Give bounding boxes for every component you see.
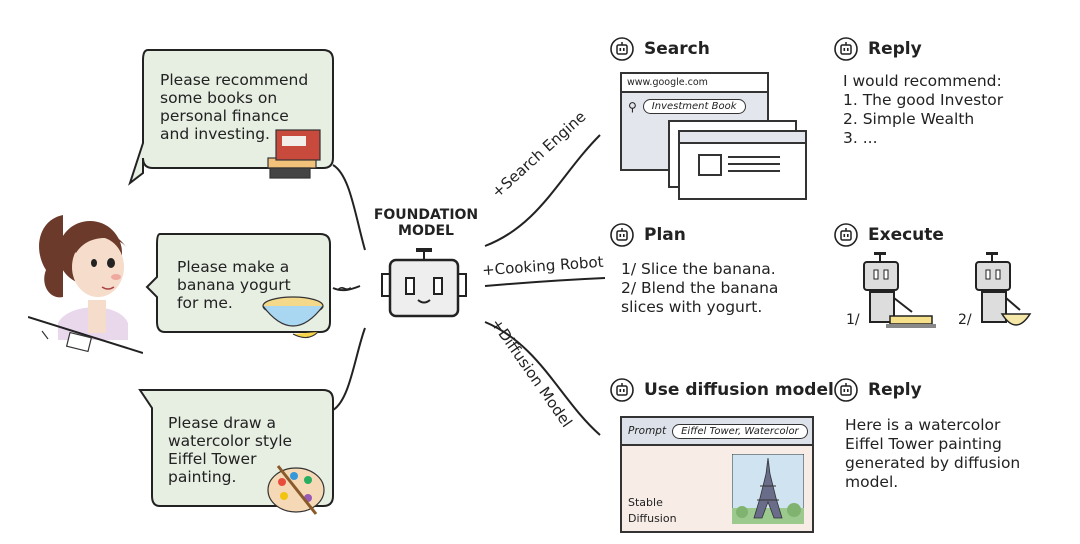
plan-text: 1/ Slice the banana. 2/ Blend the banana…: [621, 260, 779, 316]
reply-heading-1: Reply: [868, 39, 922, 59]
reply-text-2: Here is a watercolor Eiffel Tower painti…: [845, 416, 1021, 491]
prompt-bar: Prompt Eiffel Tower, Watercolor: [622, 418, 812, 446]
robot-blending-illustration: [975, 252, 1032, 326]
title-line-2: MODEL: [398, 223, 454, 239]
title-line-1: FOUNDATION: [373, 207, 479, 223]
result-thumbnail: [698, 154, 722, 176]
reply-heading-2: Reply: [868, 380, 922, 400]
speech-bubble-painting: [138, 389, 334, 515]
edge-diffusion: [484, 321, 601, 436]
robot-icon: [834, 378, 858, 402]
bubble-painting-text: Please draw a watercolor style Eiffel To…: [168, 414, 293, 486]
diffusion-panel: Prompt Eiffel Tower, Watercolor Stable D…: [620, 416, 814, 533]
robot-icon: [834, 223, 858, 247]
eiffel-tower-painting: [732, 454, 804, 524]
connector-yogurt: [332, 285, 361, 292]
execute-heading: Execute: [868, 225, 944, 245]
robot-icon: [610, 378, 634, 402]
edge-search: [484, 134, 601, 247]
robot-icon: [610, 37, 634, 61]
stable-diffusion-label: Stable Diffusion: [628, 496, 677, 525]
robot-icon: [610, 223, 634, 247]
tilde-mark: ~: [336, 276, 353, 300]
foundation-model-robot-icon: [381, 248, 467, 318]
bubble-yogurt-text: Please make a banana yogurt for me.: [177, 258, 291, 312]
speech-bubble-yogurt: [145, 233, 331, 339]
robot-slicing-illustration: [863, 252, 936, 328]
plan-heading: Plan: [644, 225, 686, 245]
prompt-value-pill: Eiffel Tower, Watercolor: [672, 423, 808, 439]
step1-label: 1/: [846, 312, 860, 328]
reply-text-1: I would recommend: 1. The good Investor …: [843, 72, 1004, 147]
robot-icon: [834, 37, 858, 61]
search-icon: ⚲: [628, 99, 637, 114]
edge-cooking: [484, 277, 606, 287]
connector-books: [332, 164, 366, 251]
person-illustration: [28, 215, 143, 354]
foundation-model-title: FOUNDATION MODEL: [366, 207, 486, 239]
step2-label: 2/: [958, 312, 972, 328]
bubble-books-text: Please recommend some books on personal …: [160, 71, 309, 143]
browser-url-bar: www.google.com: [622, 74, 767, 93]
search-query-pill: Investment Book: [642, 99, 746, 114]
search-heading: Search: [644, 39, 710, 59]
use-diffusion-heading: Use diffusion model: [644, 380, 834, 400]
connector-painting: [332, 327, 366, 411]
prompt-label: Prompt: [628, 425, 667, 437]
result-window-front: [678, 130, 807, 200]
speech-bubble-books: [128, 49, 334, 186]
